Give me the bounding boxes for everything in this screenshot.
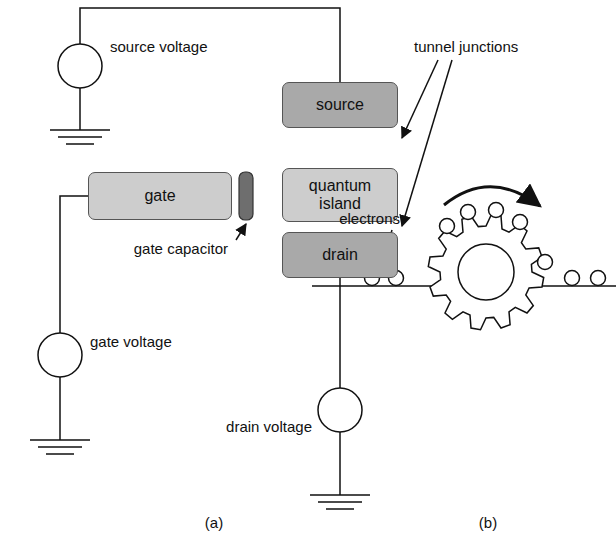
source-voltage-symbol bbox=[58, 44, 102, 88]
gate-box: gate bbox=[88, 172, 232, 220]
gate-capacitor-plate bbox=[239, 172, 253, 220]
node-label: quantum island bbox=[298, 177, 382, 214]
drain-voltage-symbol bbox=[318, 388, 362, 432]
source-box: source bbox=[282, 82, 398, 128]
ground-symbol bbox=[310, 495, 370, 509]
gate-capacitor-label: gate capacitor bbox=[134, 240, 228, 258]
gear-hub bbox=[458, 244, 514, 300]
panel-label: (a) bbox=[205, 514, 223, 532]
gate-wire bbox=[60, 196, 88, 333]
drain-ground-wire bbox=[339, 432, 341, 495]
source-ground-wire bbox=[79, 88, 81, 130]
node-label: drain bbox=[322, 246, 358, 264]
gate-ground-wire bbox=[59, 377, 61, 440]
panel-label: (b) bbox=[479, 514, 497, 532]
drain-wire bbox=[339, 278, 341, 388]
node-label: source bbox=[316, 96, 364, 114]
leader-arrow bbox=[402, 60, 452, 226]
electron-dots bbox=[365, 203, 606, 286]
drain-voltage-label: drain voltage bbox=[226, 418, 312, 436]
source-wire bbox=[80, 8, 340, 82]
gate-voltage-symbol bbox=[38, 333, 82, 377]
gear-outline bbox=[428, 214, 543, 329]
ground-symbol bbox=[50, 130, 110, 144]
gate-voltage-label: gate voltage bbox=[90, 333, 172, 351]
ground-symbol bbox=[30, 440, 90, 454]
source-voltage-label: source voltage bbox=[110, 38, 208, 56]
drain-box: drain bbox=[282, 232, 398, 278]
leader-arrow bbox=[236, 224, 246, 240]
tunnel-junctions-label: tunnel junctions bbox=[414, 38, 518, 56]
node-label: gate bbox=[144, 187, 175, 205]
electrons-label: electrons bbox=[339, 210, 400, 228]
